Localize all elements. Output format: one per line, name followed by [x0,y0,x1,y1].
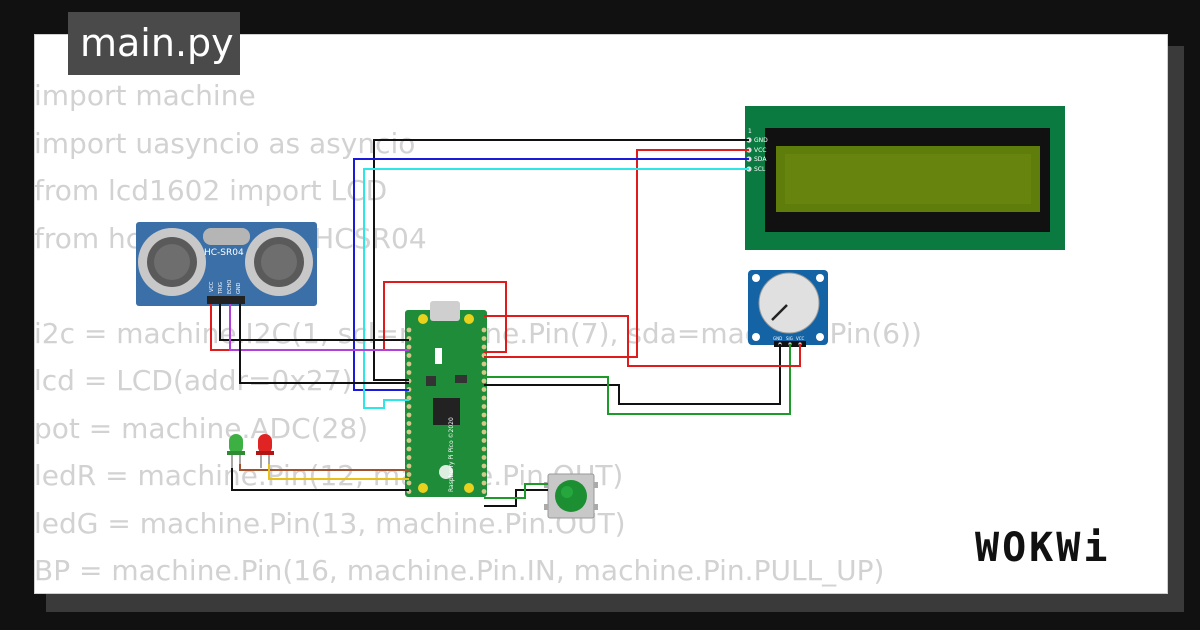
pico-pin [406,463,412,469]
code-line: BP = machine.Pin(16, machine.Pin.IN, mac… [34,554,885,587]
pico-pin [481,395,487,401]
wire-sensor-gnd [239,304,409,384]
pico-pin [406,370,412,375]
code-line: ledG = machine.Pin(13, machine.Pin.OUT) [34,506,626,540]
lcd-module[interactable]: 1 GND VCC SDA SCL [745,106,1065,250]
pico-pin [481,472,487,477]
pico-pin [406,446,412,452]
pico-pin [406,344,412,350]
pico-pin [481,489,487,494]
lcd-pin-scl: SCL [754,166,766,173]
wire-lcd-scl [363,168,749,409]
code-background: import machine import uasyncio as asyncio… [34,72,922,595]
filename-tab[interactable]: main.py [68,12,240,75]
wire-pot-gnd [484,344,781,405]
pico-pin [481,336,487,341]
pico-pin [406,412,412,418]
pico-pin [406,429,412,435]
wire-pot-vcc [484,315,801,367]
pico-pin [481,404,487,409]
wire-pot-sig [484,344,791,415]
pico-pin [406,327,412,333]
code-line: from lcd1602 import LCD [34,174,388,207]
pico-pin [481,361,487,367]
pico-pin [406,480,412,486]
code-line: pot = machine.ADC(28) [34,411,369,445]
pico-pin [481,455,487,460]
pico-pin [481,446,487,452]
sensor-pin-gnd: GND [236,282,242,294]
pico-pin [481,370,487,375]
potentiometer-module[interactable]: GND SIG VCC [748,270,828,347]
pico-pin [481,327,487,333]
wire-sensor-echo [229,304,409,351]
pico-pin [406,404,412,409]
sensor-pin-echo: ECHO [227,280,233,294]
pico-label: Raspberry Pi Pico ©2020 [448,417,455,492]
wire-lcd-sda [353,158,749,391]
pico-pins-right [481,327,487,494]
wokwi-logo: WOKWi [975,525,1111,571]
pico-pin [481,387,487,392]
pico-pin [481,438,487,443]
code-line: lcd = LCD(addr=0x27) [34,364,353,397]
pico-pin [481,421,487,426]
pot-pin-gnd: GND [773,336,782,341]
wire-lcd-vcc [484,149,749,358]
code-line: import machine [34,79,256,112]
pico-pin [481,429,487,435]
lcd-pin-vcc: VCC [754,147,766,154]
led-green[interactable] [227,434,245,468]
pico-pin [481,412,487,418]
sensor-label: HC-SR04 [204,248,244,258]
pico-pin [481,463,487,469]
sensor-pin-trig: TRIG [218,282,224,295]
pico-pin [406,438,412,443]
led-red[interactable] [256,434,274,468]
lcd-pin1-label: 1 [748,128,752,135]
wire-sensor-trig [219,304,409,341]
pico-board[interactable]: Raspberry Pi Pico ©2020 [405,301,487,497]
pico-pin [406,455,412,460]
pico-pin [406,472,412,477]
wire-led-r-anode [268,464,409,480]
ultrasonic-sensor[interactable]: HC-SR04 VCC TRIG ECHO GND [136,222,317,306]
lcd-pin-gnd: GND [754,137,768,144]
wire-btn-sig [484,483,548,499]
sensor-pin-vcc: VCC [209,281,215,292]
pico-pin [406,361,412,367]
wire-sensor-vcc [210,281,507,353]
wire-led-cathodes [231,468,409,491]
wire-lcd-gnd [373,139,749,381]
pot-pin-vcc: VCC [796,336,805,341]
pico-pin [481,480,487,486]
wires [210,139,801,507]
code-line: import uasyncio as asyncio [34,126,416,160]
pico-pin [406,421,412,426]
pot-pin-sig: SIG [786,336,793,341]
wire-led-g-anode [239,464,409,471]
lcd-pin-sda: SDA [754,156,767,163]
pico-pin [481,344,487,350]
pico-pin [481,378,487,384]
pico-pin [406,353,412,358]
push-button[interactable] [544,473,598,519]
